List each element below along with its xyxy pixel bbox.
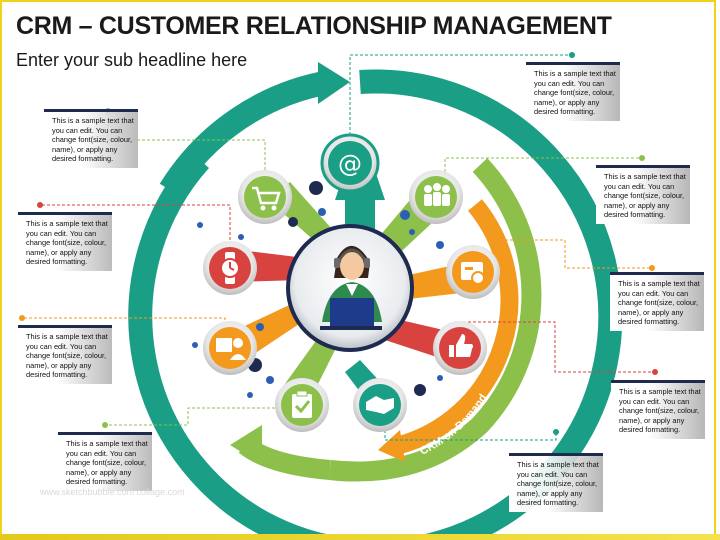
support-node[interactable]: [203, 321, 257, 375]
arrow-head-basic: [230, 425, 262, 465]
enhanced-crm-ring: [128, 62, 623, 540]
bottom-accent-bar: [0, 534, 720, 540]
text-box-left-2[interactable]: This is a sample text that you can edit.…: [18, 212, 112, 271]
watermark: www.sketchbubble.com collage.com: [40, 487, 185, 497]
arrow-head-on-demand: [378, 430, 405, 462]
basic-crm-ring: [230, 158, 542, 482]
team-node[interactable]: [409, 170, 463, 224]
text-box-left-3[interactable]: This is a sample text that you can edit.…: [18, 325, 112, 384]
text-box-left-1[interactable]: This is a sample text that you can edit.…: [44, 109, 138, 168]
page-subtitle: Enter your sub headline here: [16, 50, 248, 70]
connector-lines: [19, 52, 658, 441]
text-box-right-3[interactable]: This is a sample text that you can edit.…: [610, 272, 704, 331]
thumbs-up-node[interactable]: [433, 321, 487, 375]
center-agent-node[interactable]: [286, 224, 414, 352]
handshake-icon: [366, 396, 394, 414]
shopping-cart-icon: [252, 186, 281, 211]
text-box-right-2[interactable]: This is a sample text that you can edit.…: [596, 165, 690, 224]
email-node[interactable]: @: [320, 133, 380, 193]
text-box-left-4[interactable]: This is a sample text that you can edit.…: [58, 432, 152, 491]
clipboard-node[interactable]: [275, 378, 329, 432]
email-icon: @: [338, 150, 362, 178]
team-icon: [424, 183, 450, 206]
arrow-head-enhanced: [318, 62, 350, 104]
clipboard-check-icon: [292, 390, 312, 418]
watch-icon: [220, 252, 240, 284]
support-agent-icon: [216, 338, 246, 360]
cart-node[interactable]: [238, 170, 292, 224]
decorative-dots: [192, 181, 444, 398]
text-box-right-1[interactable]: This is a sample text that you can edit.…: [526, 62, 620, 121]
page-title: CRM – CUSTOMER RELATIONSHIP MANAGEMENT: [16, 12, 612, 40]
handshake-node[interactable]: [353, 378, 407, 432]
text-box-bottom-right[interactable]: This is a sample text that you can edit.…: [509, 453, 603, 512]
thumbs-up-icon: [449, 334, 473, 357]
sticker-card-icon: [461, 262, 485, 285]
on-demand-ring: [378, 199, 519, 462]
watch-node[interactable]: [203, 241, 257, 295]
customer-agent-icon: [320, 245, 382, 330]
sticker-node[interactable]: [446, 245, 500, 299]
basic-crm-label: Basic CRM: [295, 477, 363, 513]
text-box-right-4[interactable]: This is a sample text that you can edit.…: [611, 380, 705, 439]
